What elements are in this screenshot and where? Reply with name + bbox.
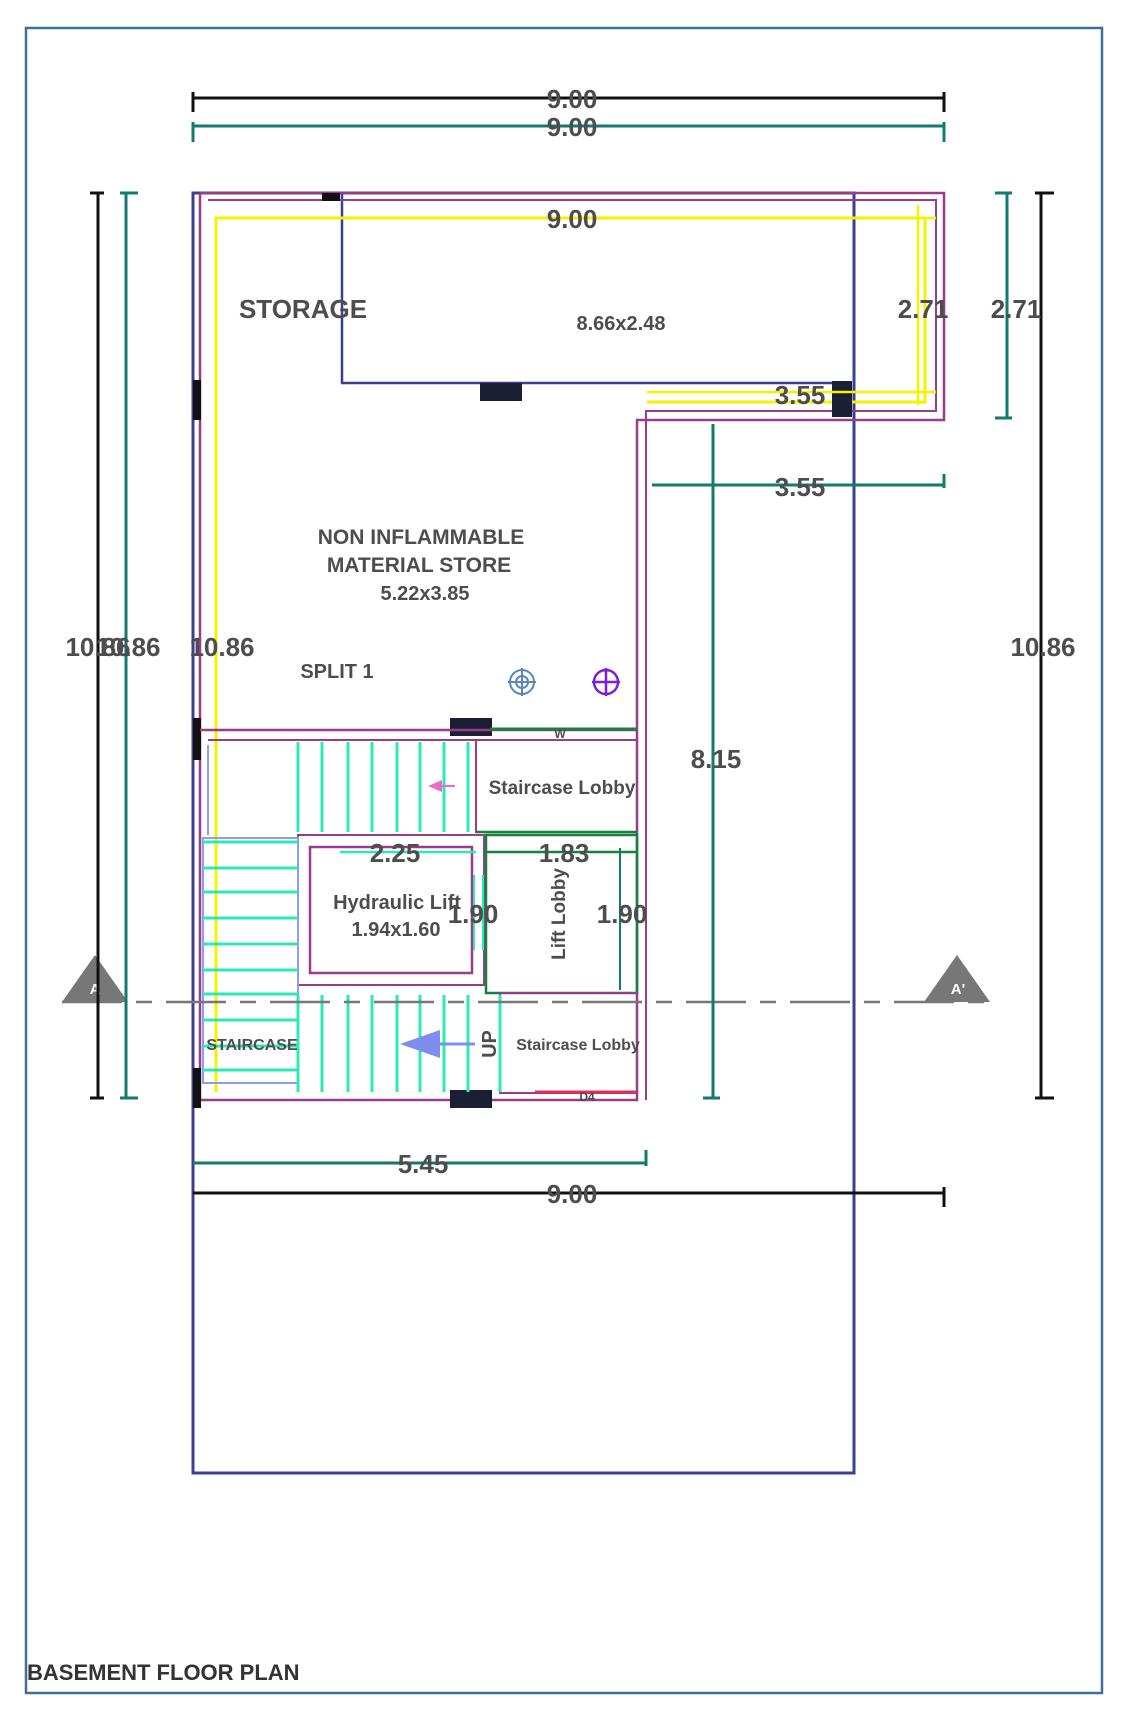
section-marker-left bbox=[62, 955, 128, 1002]
wall-block bbox=[193, 718, 201, 760]
dim-stair-width: 2.25 bbox=[370, 838, 421, 868]
crosshair-symbol-icon bbox=[592, 668, 620, 696]
up-arrow-icon bbox=[400, 1030, 440, 1058]
room-staircase: STAIRCASE bbox=[206, 1037, 298, 1054]
stair-landing bbox=[202, 837, 299, 1084]
wall-block bbox=[322, 193, 340, 201]
wall-block bbox=[832, 381, 852, 417]
dim-right-inner: 2.71 bbox=[898, 294, 949, 324]
yellow-wall-line bbox=[214, 216, 927, 1092]
door-w-label: W bbox=[554, 727, 566, 741]
wall-block bbox=[450, 1090, 492, 1108]
dim-notch-yellow: 3.55 bbox=[775, 380, 826, 410]
dim-right-outer: 2.71 bbox=[991, 294, 1042, 324]
section-label-right: A' bbox=[951, 981, 965, 998]
building-wall-inner bbox=[208, 199, 937, 1100]
room-storage: STORAGE bbox=[239, 294, 367, 324]
room-lift-size: 1.94x1.60 bbox=[352, 919, 441, 941]
room-lobby-upper: Staircase Lobby bbox=[489, 778, 636, 799]
dim-right-total: 10.86 bbox=[1010, 632, 1075, 662]
dim-bottom-black: 9.00 bbox=[547, 1179, 598, 1209]
dim-top-teal: 9.00 bbox=[547, 112, 598, 142]
dim-left-yellow: 10.86 bbox=[189, 632, 254, 662]
section-label-left: A bbox=[90, 981, 101, 998]
dim-lift-height: 1.90 bbox=[448, 899, 499, 929]
storage-box bbox=[340, 193, 852, 385]
drawing-title: BASEMENT FLOOR PLAN bbox=[27, 1660, 300, 1685]
sheet-border bbox=[24, 26, 1104, 1695]
room-storage-size: 8.66x2.48 bbox=[577, 313, 666, 335]
wall-block bbox=[480, 383, 522, 401]
dim-top-black: 9.00 bbox=[547, 84, 598, 114]
room-store-name-2: MATERIAL STORE bbox=[327, 554, 511, 577]
room-split: SPLIT 1 bbox=[300, 661, 373, 683]
room-lift-lobby: Lift Lobby bbox=[549, 868, 570, 960]
dim-top-yellow: 9.00 bbox=[547, 204, 598, 234]
dim-lobby-height: 1.90 bbox=[597, 899, 648, 929]
wall-block bbox=[193, 380, 201, 420]
dim-inner-height: 8.15 bbox=[691, 744, 742, 774]
wall-block bbox=[193, 1068, 201, 1108]
wall-block bbox=[450, 718, 492, 736]
section-marker-right bbox=[924, 955, 990, 1002]
room-store-size: 5.22x3.85 bbox=[381, 583, 470, 605]
dim-bottom-teal: 5.45 bbox=[398, 1149, 449, 1179]
stair-up-label: UP bbox=[479, 1030, 501, 1058]
stair-treads bbox=[203, 742, 502, 1092]
door-d-label: D4 bbox=[579, 1090, 595, 1104]
down-arrow-icon bbox=[428, 780, 442, 792]
room-lobby-lower: Staircase Lobby bbox=[516, 1037, 640, 1054]
dim-left-overlap-2: 10.86 bbox=[95, 632, 160, 662]
dim-lobby-width: 1.83 bbox=[539, 838, 590, 868]
dim-notch-teal: 3.55 bbox=[775, 472, 826, 502]
room-lift-name: Hydraulic Lift bbox=[333, 892, 461, 914]
target-symbol-icon bbox=[508, 668, 536, 696]
dim-left-overlap: 10.86 bbox=[65, 632, 130, 662]
lift-shaft-inner bbox=[308, 845, 474, 975]
room-store-name-1: NON INFLAMMABLE bbox=[318, 526, 524, 549]
building-wall-outer bbox=[198, 191, 946, 1102]
